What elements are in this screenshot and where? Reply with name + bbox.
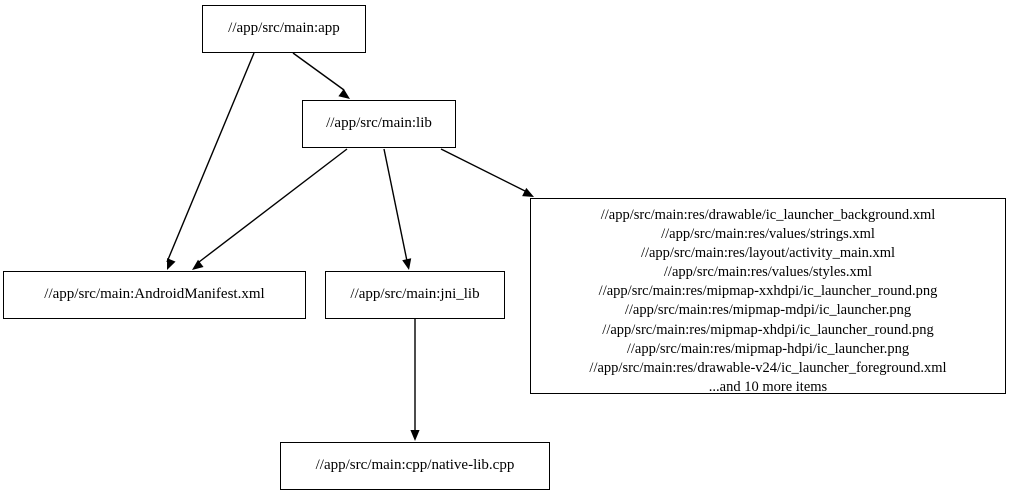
node-label-line: //app/src/main:res/mipmap-xhdpi/ic_launc… [602,321,934,338]
node-label: //app/src/main:lib [326,115,432,132]
node-label-line: //app/src/main:res/mipmap-hdpi/ic_launch… [626,340,910,357]
node-label-line: //app/src/main:res/drawable-v24/ic_launc… [589,359,947,376]
edge-lib-to-jni-lib-arrowhead [402,258,412,270]
edge-lib-to-manifest [198,148,348,263]
edge-lib-to-resources [440,148,528,193]
node-label: //app/src/main:AndroidManifest.xml [44,286,265,303]
node-android-manifest[interactable]: //app/src/main:AndroidManifest.xml [3,271,306,319]
edge-app-to-lib [292,52,345,91]
node-label: //app/src/main:app [228,20,340,37]
edge-app-to-manifest [166,52,255,263]
node-label-line: //app/src/main:res/drawable/ic_launcher_… [600,207,936,223]
node-label-line: //app/src/main:res/values/strings.xml [661,226,875,243]
node-label: //app/src/main:cpp/native-lib.cpp [315,457,515,474]
node-label-line: //app/src/main:res/mipmap-mdpi/ic_launch… [624,302,912,319]
node-resources[interactable]: //app/src/main:res/drawable/ic_launcher_… [530,198,1006,395]
node-native-lib-cpp[interactable]: //app/src/main:cpp/native-lib.cpp [280,442,550,490]
edge-jni-lib-to-native-lib-cpp-arrowhead [410,430,420,441]
node-jni-lib[interactable]: //app/src/main:jni_lib [325,271,505,319]
node-lib[interactable]: //app/src/main:lib [302,100,456,148]
node-app[interactable]: //app/src/main:app [202,5,366,53]
edge-lib-to-jni-lib [383,148,408,262]
edge-app-to-manifest-arrowhead [167,258,176,270]
node-label-line: //app/src/main:res/layout/activity_main.… [640,245,896,262]
node-label-line: //app/src/main:res/values/styles.xml [663,264,873,281]
node-label-line: //app/src/main:res/mipmap-xxhdpi/ic_laun… [598,283,938,300]
node-label: //app/src/main:jni_lib [350,286,480,303]
node-label-line: ...and 10 more items [708,378,828,395]
